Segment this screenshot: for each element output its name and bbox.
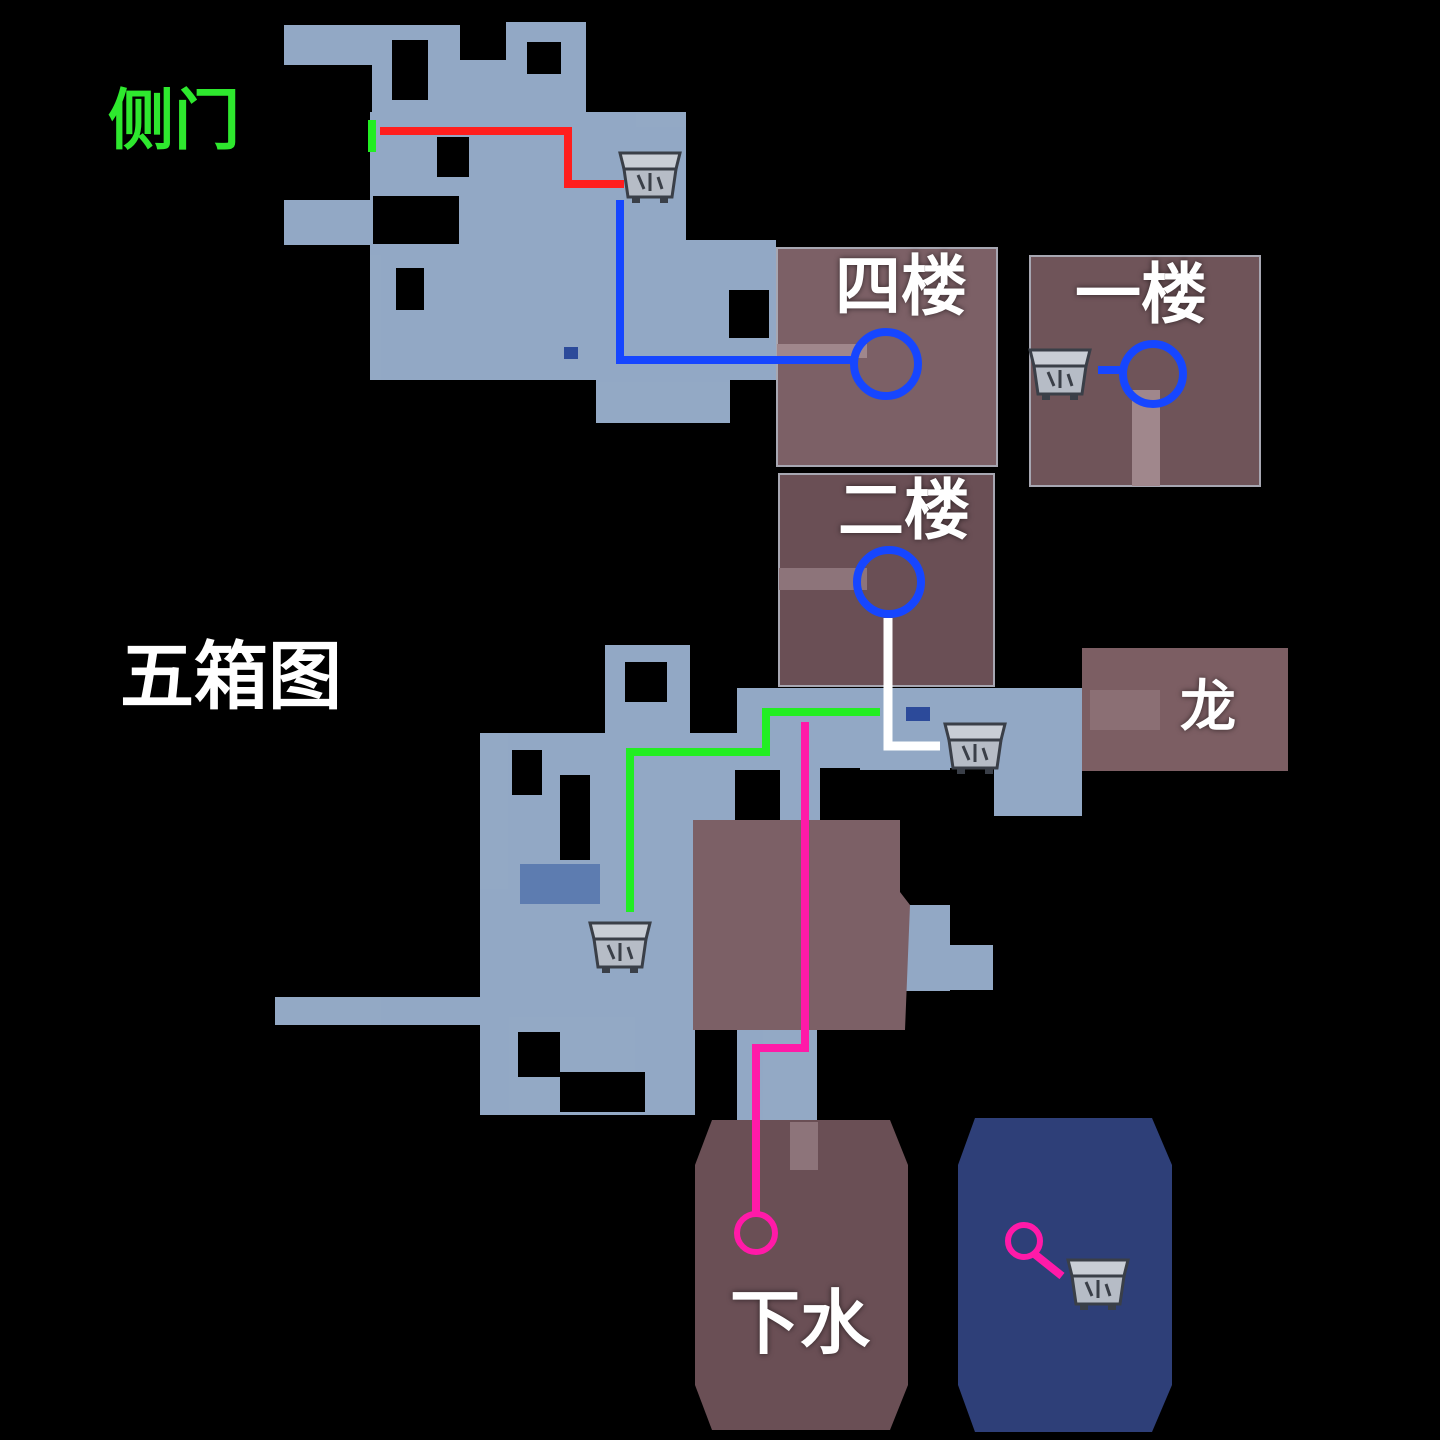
magenta-path-navy (1029, 1248, 1065, 1280)
dragon-label: 龙 (1180, 675, 1236, 740)
green-path (626, 708, 880, 912)
floor2-label: 二楼 (838, 472, 970, 549)
treasure-chest-icon (1066, 1258, 1130, 1312)
dragon-stairs (1090, 690, 1160, 730)
lower-blue-rooms (275, 645, 1083, 1120)
lower-blue-holes (512, 662, 780, 1112)
treasure-chest-icon (1028, 348, 1092, 402)
upper-blue-holes (373, 40, 769, 338)
magenta-path (752, 722, 809, 1215)
floor1-label: 一楼 (1075, 256, 1207, 333)
underwater-room (695, 1120, 908, 1430)
floor4-corridor (777, 344, 867, 358)
underwater-stairs (790, 1122, 818, 1170)
treasure-chest-icon (943, 722, 1007, 776)
underwater-label: 下水 (730, 1282, 870, 1364)
floor4-label: 四楼 (835, 248, 967, 325)
treasure-chest-icon (588, 921, 652, 975)
map-title: 五箱图 (120, 634, 342, 720)
side-door-label: 侧门 (108, 82, 240, 159)
red-path (380, 127, 624, 188)
ring-marker-icon (850, 328, 922, 400)
blue-path-floor4 (616, 200, 855, 364)
blue-marker-2 (906, 707, 930, 721)
white-path (883, 618, 940, 751)
ring-marker-icon (1005, 1222, 1043, 1260)
ring-marker-icon (1119, 340, 1187, 408)
floor2-corridor (779, 568, 867, 590)
lower-dark-room (520, 864, 600, 904)
ring-marker-icon (734, 1211, 778, 1255)
ring-marker-icon (853, 546, 925, 618)
navy-room (958, 1118, 1172, 1432)
treasure-chest-icon (618, 151, 682, 205)
blue-marker (564, 347, 578, 359)
